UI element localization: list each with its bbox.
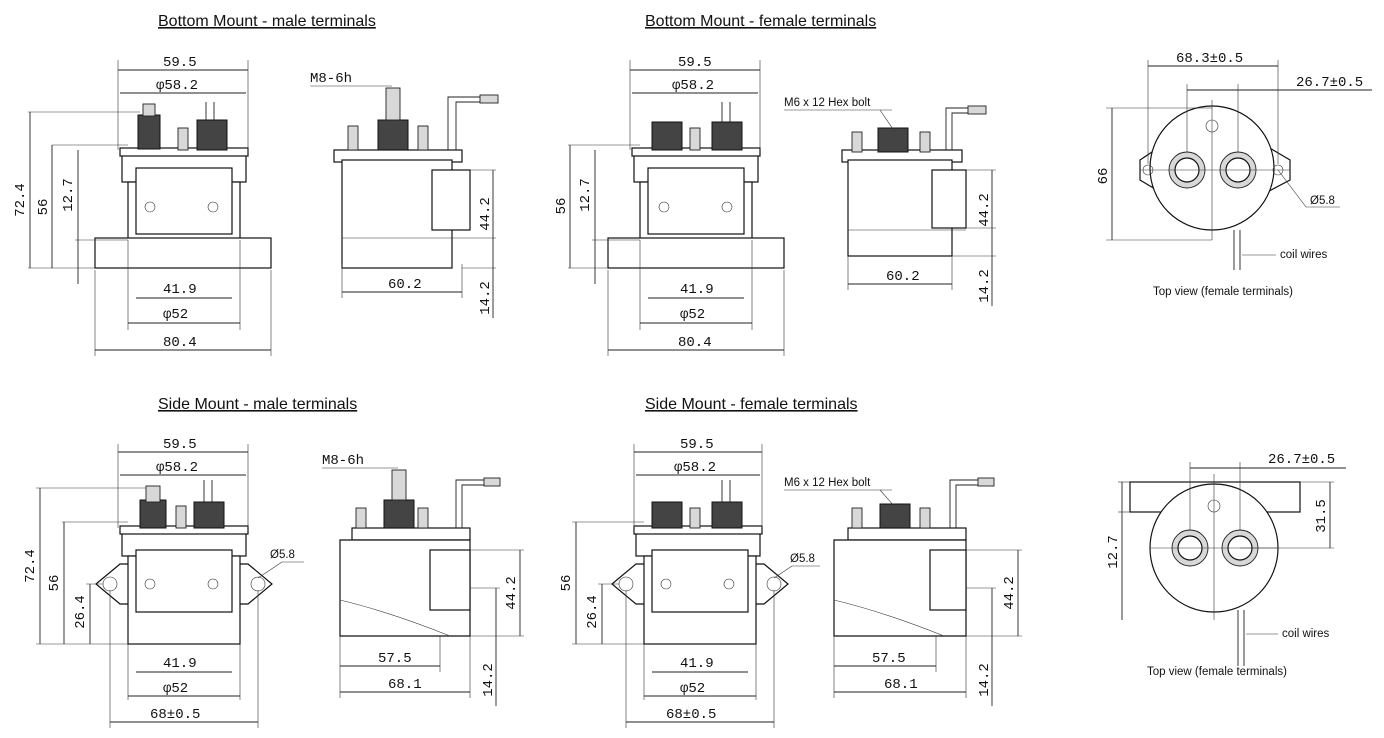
- top-view-side-mount: [1118, 462, 1346, 666]
- title-side-mount-female: Side Mount - female terminals: [645, 396, 858, 413]
- dim-57-5: 57.5: [378, 651, 412, 667]
- dim-phi-52-sf: φ52: [680, 681, 705, 697]
- dim-41-9-f: 41.9: [680, 282, 714, 298]
- dim-phi-52: φ52: [163, 307, 188, 323]
- title-bottom-mount-female: Bottom Mount - female terminals: [645, 13, 876, 30]
- dim-phi-52-s: φ52: [163, 681, 188, 697]
- dim-phi-58-2-sf: φ58.2: [674, 460, 716, 476]
- bm-female-front-view: [568, 60, 785, 356]
- dim-57-5-f: 57.5: [872, 651, 906, 667]
- dim-44-2-sf: 44.2: [1002, 576, 1018, 610]
- caption-top-view-s: Top view (female terminals): [1147, 666, 1287, 678]
- note-coil-wires-s: coil wires: [1282, 628, 1330, 640]
- dim-80-4-f: 80.4: [678, 335, 712, 351]
- dim-14-2-f: 14.2: [977, 269, 993, 303]
- dim-41-9-sf: 41.9: [680, 656, 714, 672]
- dim-14-2-s: 14.2: [481, 663, 497, 697]
- bm-female-side-view: [784, 105, 996, 306]
- dim-phi-58-2-f: φ58.2: [672, 78, 714, 94]
- dim-26-7-s: 26.7±0.5: [1268, 452, 1335, 468]
- dim-41-9-s: 41.9: [163, 656, 197, 672]
- dim-44-2-f: 44.2: [977, 193, 993, 227]
- dim-31-5: 31.5: [1314, 499, 1330, 533]
- sm-male-side-view: [322, 467, 524, 706]
- dim-56-s: 56: [47, 575, 63, 592]
- dim-60-2-f: 60.2: [886, 269, 920, 285]
- dim-12-7-f: 12.7: [578, 178, 594, 212]
- note-m6-hex-bolt-s: M6 x 12 Hex bolt: [784, 477, 871, 489]
- dim-68-3: 68.3±0.5: [1176, 51, 1243, 67]
- dim-44-2-s: 44.2: [504, 576, 520, 610]
- dim-68-s: 68±0.5: [150, 707, 200, 723]
- dim-41-9: 41.9: [163, 282, 197, 298]
- dim-12-7-s: 12.7: [1106, 535, 1122, 569]
- dim-26-4-sf: 26.4: [585, 595, 601, 629]
- dim-56-f: 56: [554, 198, 570, 215]
- sm-female-front-view: [572, 444, 820, 728]
- dim-59-5: 59.5: [163, 55, 197, 71]
- sm-female-side-view: [784, 477, 1022, 706]
- dim-phi-58-2: φ58.2: [156, 78, 198, 94]
- dim-68-1: 68.1: [388, 677, 422, 693]
- dim-phi-52-f: φ52: [680, 307, 705, 323]
- dim-80-4: 80.4: [163, 335, 197, 351]
- top-view-bottom-mount: [1106, 60, 1372, 270]
- dim-59-5-s: 59.5: [163, 437, 197, 453]
- dim-44-2: 44.2: [478, 197, 494, 231]
- title-bottom-mount-male: Bottom Mount - male terminals: [158, 13, 376, 30]
- dim-phi-58-2-s: φ58.2: [156, 460, 198, 476]
- note-coil-wires: coil wires: [1280, 249, 1328, 261]
- dim-26-7: 26.7±0.5: [1296, 75, 1363, 91]
- note-m8-6h-s: M8-6h: [322, 453, 364, 469]
- note-hole-5-8-sf: Ø5.8: [790, 553, 815, 565]
- dim-12-7: 12.7: [61, 178, 77, 212]
- dim-14-2: 14.2: [478, 281, 494, 315]
- dim-59-5-sf: 59.5: [680, 437, 714, 453]
- dim-72-4-s: 72.4: [23, 549, 39, 583]
- note-hole-5-8: Ø5.8: [1310, 195, 1335, 207]
- bm-male-front-view: [28, 60, 272, 356]
- dim-72-4: 72.4: [13, 183, 29, 217]
- dim-26-4-s: 26.4: [73, 595, 89, 629]
- dim-68-1-f: 68.1: [884, 677, 918, 693]
- dim-66: 66: [1096, 168, 1112, 185]
- title-side-mount-male: Side Mount - male terminals: [158, 396, 357, 413]
- dim-68-sf: 68±0.5: [666, 707, 716, 723]
- bm-male-side-view: [310, 85, 499, 318]
- note-hole-5-8-s: Ø5.8: [270, 549, 295, 561]
- caption-top-view: Top view (female terminals): [1153, 286, 1293, 298]
- sm-male-front-view: [36, 444, 304, 728]
- dim-60-2: 60.2: [388, 277, 422, 293]
- dim-56: 56: [36, 199, 52, 216]
- dim-14-2-sf: 14.2: [977, 663, 993, 697]
- note-m6-hex-bolt: M6 x 12 Hex bolt: [784, 97, 871, 109]
- dim-59-5-f: 59.5: [678, 55, 712, 71]
- note-m8-6h: M8-6h: [310, 71, 352, 87]
- dim-56-sf: 56: [559, 575, 575, 592]
